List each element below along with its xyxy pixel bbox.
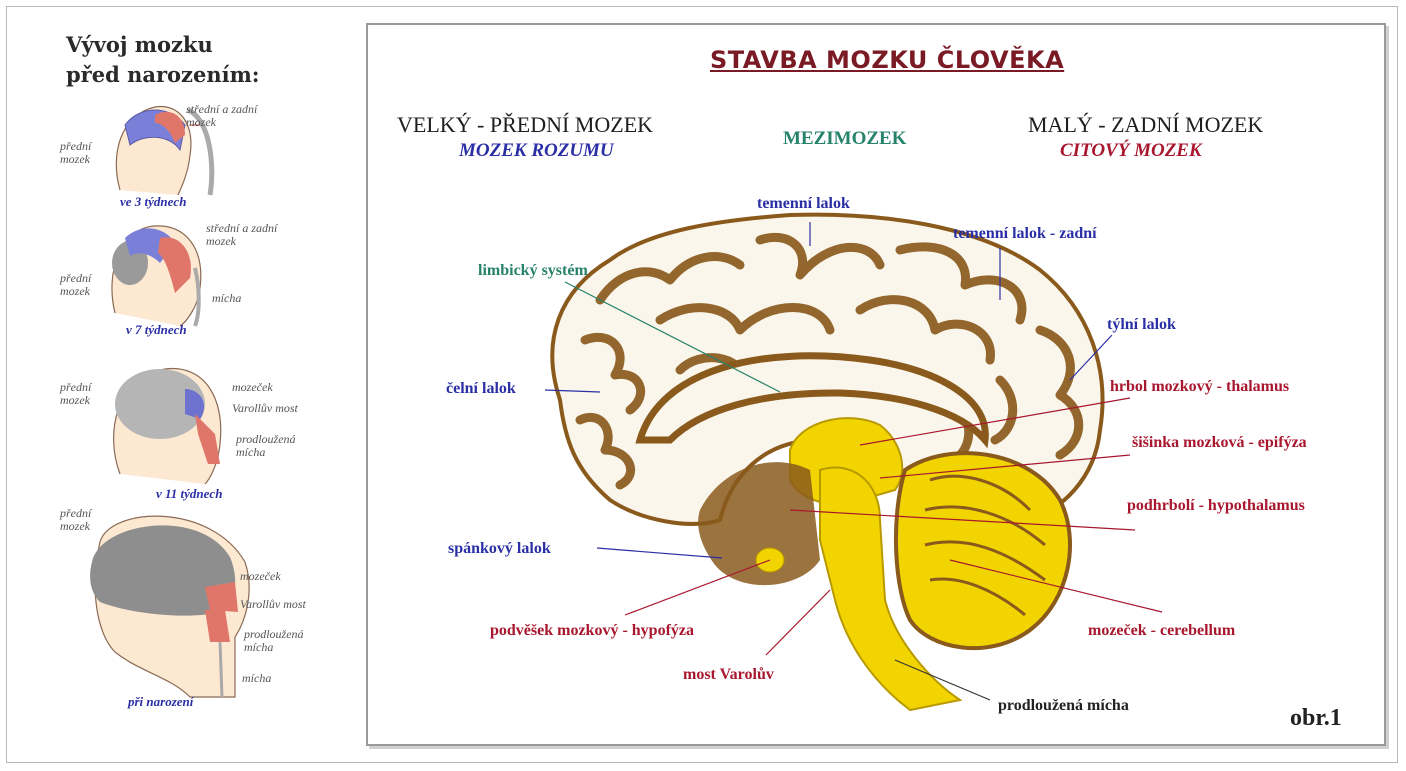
figure-number: obr.1 bbox=[1290, 705, 1342, 732]
label-tylni: týlní lalok bbox=[1107, 316, 1176, 334]
label-mozecek: mozeček - cerebellum bbox=[1088, 622, 1235, 640]
label-most: most Varolův bbox=[683, 666, 774, 684]
label-sisinka: šišinka mozková - epifýza bbox=[1132, 434, 1307, 452]
label-podhrboli: podhrbolí - hypothalamus bbox=[1127, 497, 1305, 515]
label-temenni-zadni: temenní lalok - zadní bbox=[953, 225, 1097, 243]
label-limbicky: limbický systém bbox=[478, 262, 588, 280]
label-celni: čelní lalok bbox=[446, 380, 516, 398]
label-spankovy: spánkový lalok bbox=[448, 540, 551, 558]
label-prodlouzena: prodloužená mícha bbox=[998, 697, 1129, 715]
label-hrbol: hrbol mozkový - thalamus bbox=[1110, 378, 1289, 396]
label-temenni: temenní lalok bbox=[757, 195, 850, 213]
label-podvesek: podvěšek mozkový - hypofýza bbox=[490, 622, 694, 640]
